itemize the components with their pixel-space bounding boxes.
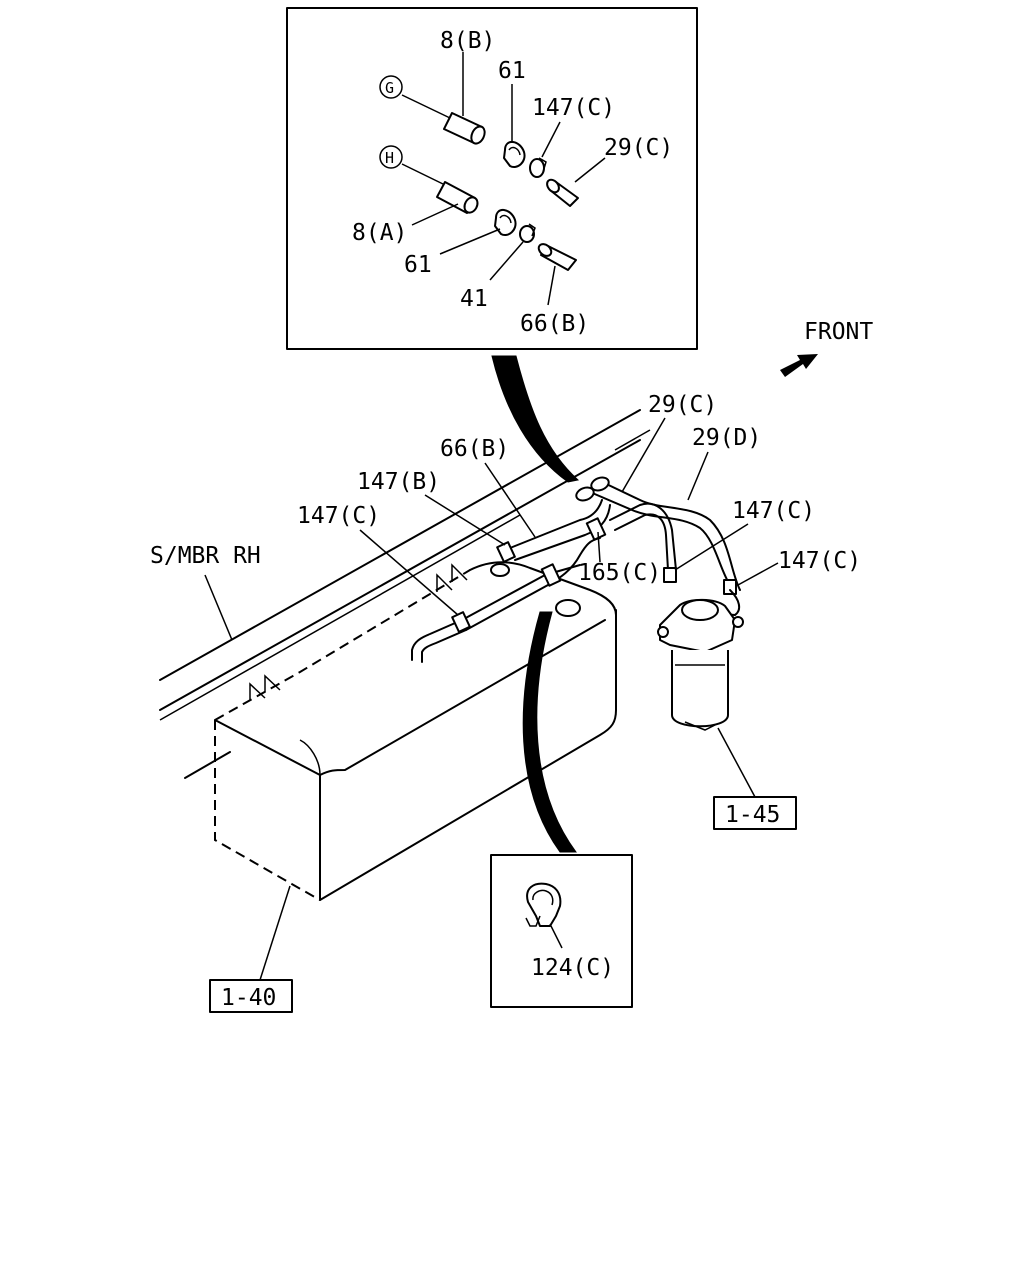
label-165c: 165(C) [578,560,661,586]
label-8a: 8(A) [352,220,407,246]
label-66b-main: 66(B) [440,436,509,462]
label-147c-right1: 147(C) [732,498,815,524]
label-66b-inset: 66(B) [520,311,589,337]
label-61-lower: 61 [404,252,432,278]
label-ref-1-40: 1-40 [221,985,276,1011]
connector-top [491,355,580,483]
label-29c-inset: 29(C) [604,135,673,161]
label-29c-main: 29(C) [648,392,717,418]
bottom-inset: 124(C) [490,854,633,1008]
label-41: 41 [460,286,488,312]
label-h: H [385,149,394,167]
hose-8a: 8(A) [352,181,479,246]
hose-8b: 8(B) [440,28,495,145]
fuel-tank [214,561,617,901]
label-124c: 124(C) [531,955,614,981]
clamp-124c [525,882,562,927]
label-ref-1-45: 1-45 [725,802,780,828]
label-147c-upper: 147(C) [532,95,615,121]
ref-1-40: 1-40 [209,885,293,1013]
front-indicator: FRONT [780,319,873,377]
fuel-lines [411,476,741,663]
label-29d: 29(D) [692,425,761,451]
callout-h: H [379,145,444,185]
ref-1-45: 1-45 [713,727,797,830]
label-147c-right2: 147(C) [778,548,861,574]
smbr-callout: S/MBR RH [150,543,261,641]
main-callouts: 29(C) 29(D) 66(B) 147(B) 147(C) 147(C) 1… [297,392,861,616]
label-147b: 147(B) [357,469,440,495]
callout-g: G [379,75,451,119]
side-member-frame [159,409,651,779]
top-inset: 8(B) G 61 147(C) 29(C) [286,7,698,350]
label-g: G [385,79,394,97]
label-61-upper: 61 [498,58,526,84]
label-smbr-rh: S/MBR RH [150,543,261,569]
label-front: FRONT [804,319,873,345]
connector-bottom [522,611,577,853]
front-arrow-icon [780,354,818,377]
part-41: 41 [460,223,536,312]
clamp-61-lower: 61 [404,209,517,278]
clip-147c-upper: 147(C) [529,95,615,178]
label-147c-left: 147(C) [297,503,380,529]
clamp-61-upper: 61 [498,58,526,168]
hose-29c: 29(C) [546,135,673,207]
fuel-filter [657,598,744,731]
label-8b: 8(B) [440,28,495,54]
hose-66b-inset: 66(B) [520,243,589,337]
